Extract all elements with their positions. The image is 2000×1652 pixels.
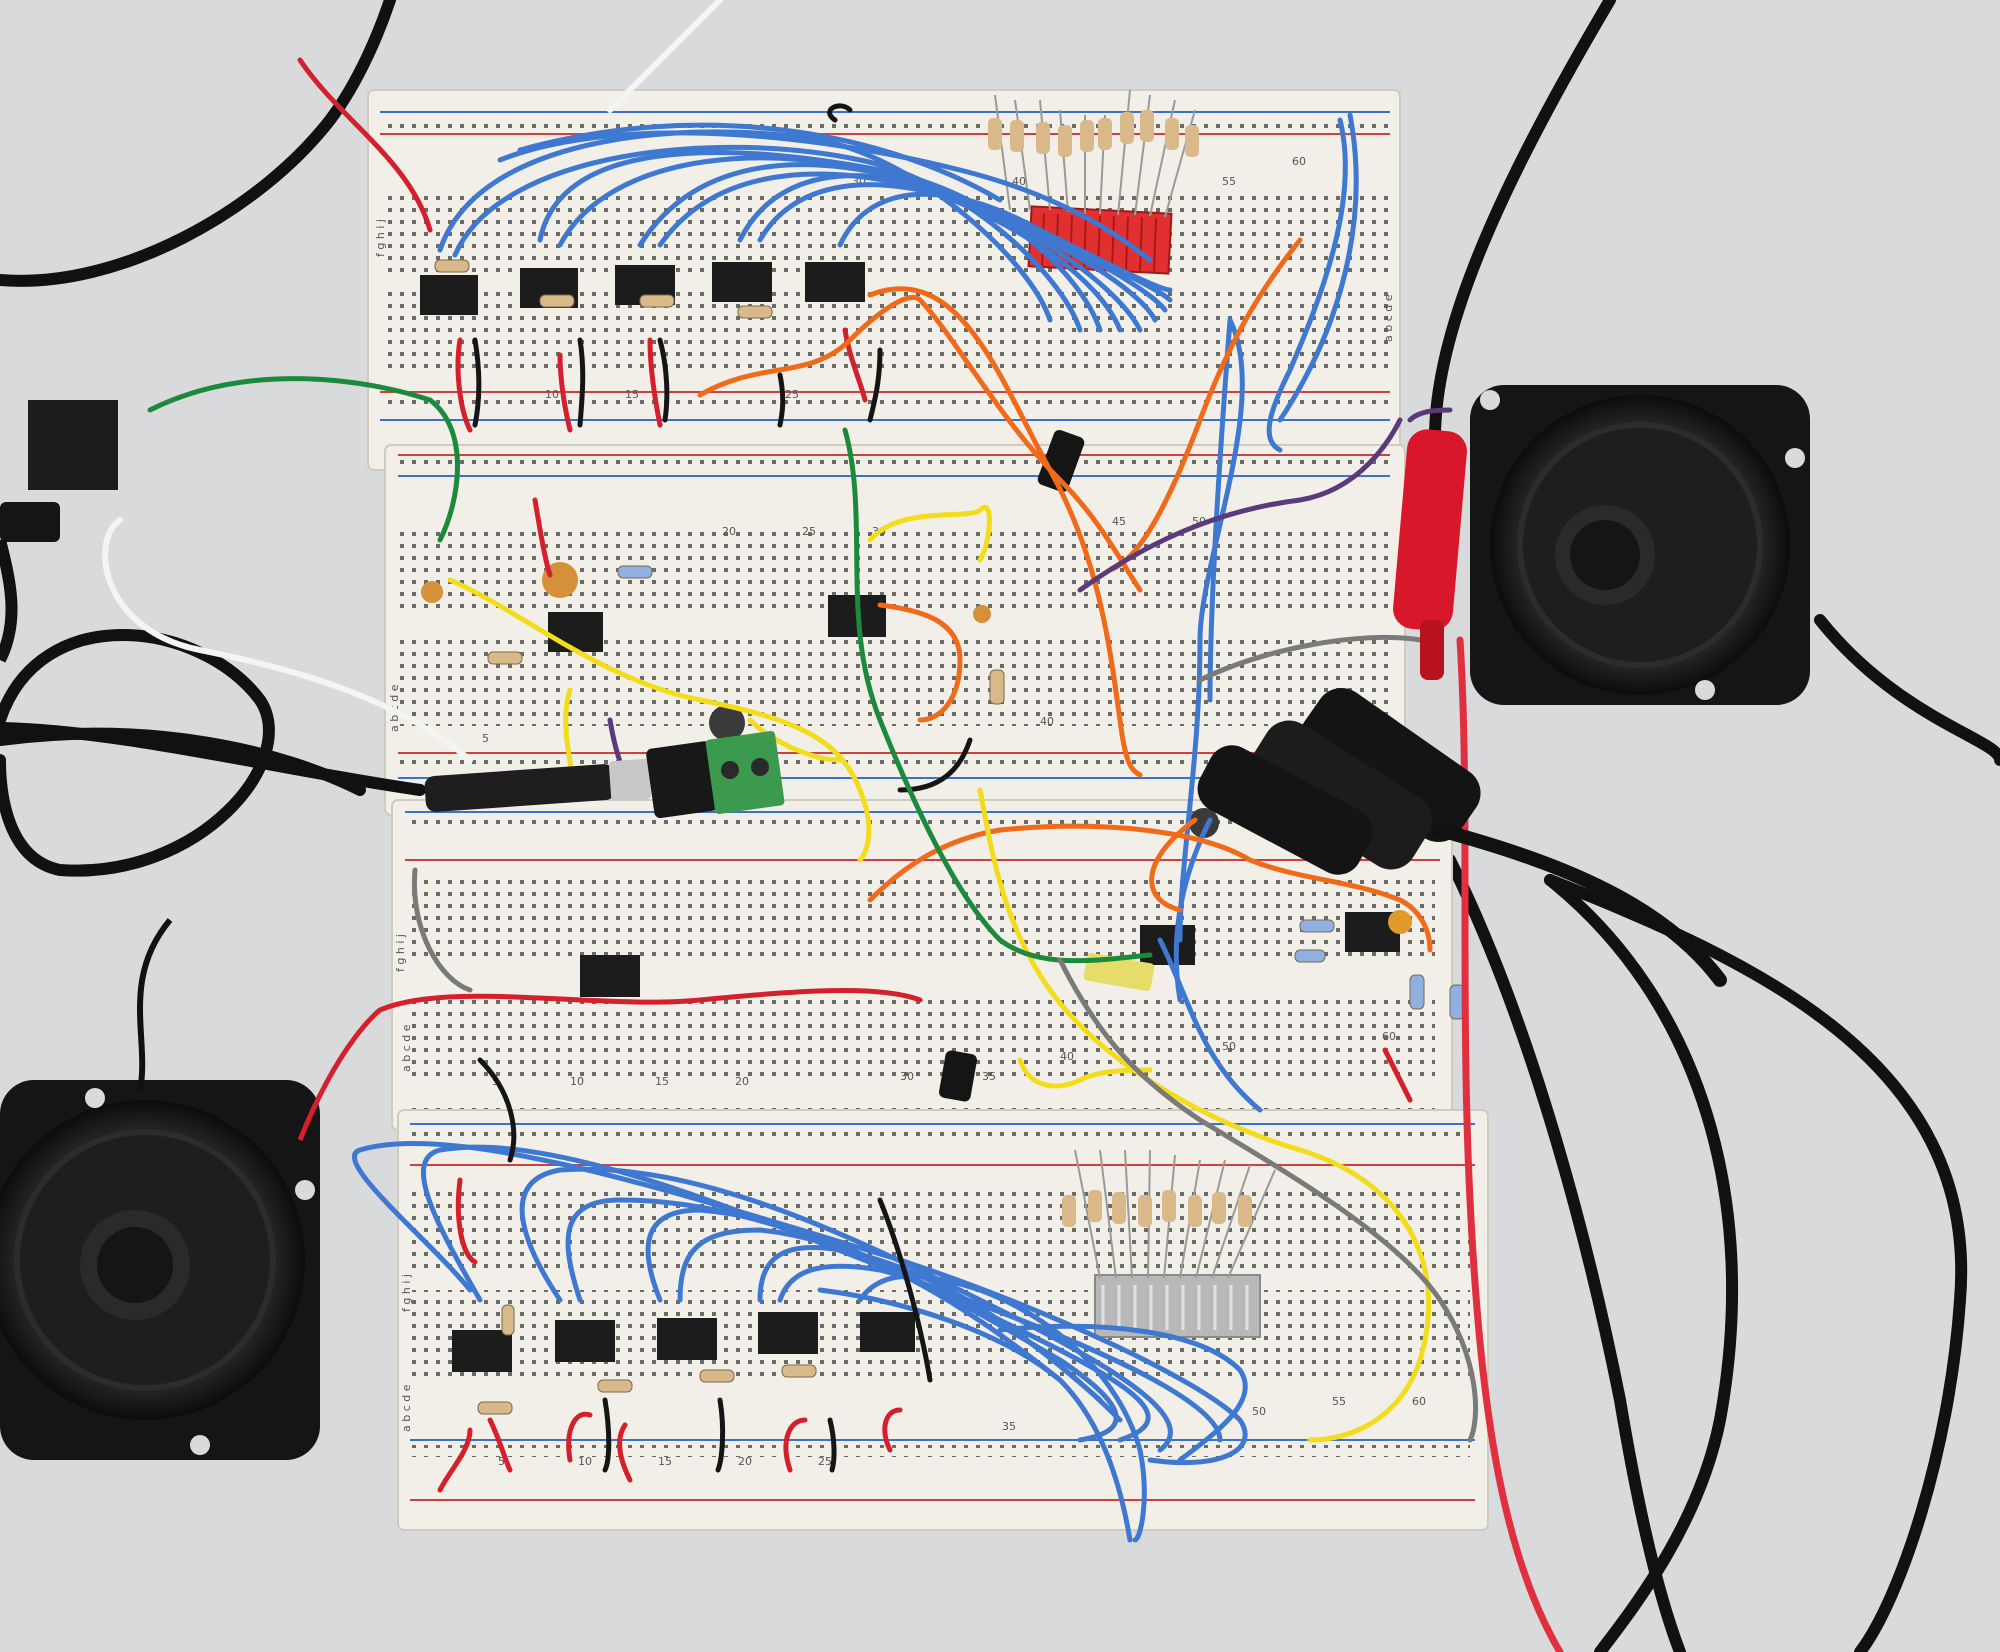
- ic-chip-5: [805, 262, 865, 302]
- label-mid-25: 25: [802, 525, 816, 538]
- capacitors: [421, 429, 1412, 1102]
- audio-jack-cable: [0, 722, 785, 819]
- label-mid-5: 5: [482, 732, 489, 745]
- label-bot-15: 15: [658, 1455, 672, 1468]
- white-wire-top: [607, 0, 723, 113]
- speaker-left: [0, 918, 382, 1460]
- label-bot-55: 55: [1332, 1395, 1346, 1408]
- ic-chip-8: [580, 955, 640, 997]
- label-low-15: 15: [655, 1075, 669, 1088]
- small-resistors: [434, 259, 1465, 1415]
- label-low-30: 30: [900, 1070, 914, 1083]
- label-top-55: 55: [1222, 175, 1236, 188]
- label-bot-35: 35: [1002, 1420, 1016, 1433]
- label-bot-10: 10: [578, 1455, 592, 1468]
- ic-chips: [420, 262, 1400, 1372]
- label-low-60: 60: [1382, 1030, 1396, 1043]
- ic-chip-1: [420, 275, 478, 315]
- label-mid-20: 20: [722, 525, 736, 538]
- alligator-clip-red: [1393, 429, 1467, 680]
- label-top-rows-abcde: a b c d e: [1382, 294, 1395, 342]
- label-mid-40: 40: [1040, 715, 1054, 728]
- speaker-right: [1470, 385, 1810, 705]
- alligator-clips-black: [1197, 687, 1727, 987]
- label-top-25: 25: [785, 388, 799, 401]
- ic-chip-11: [452, 1330, 512, 1372]
- label-low-rows-fghij: f g h i j: [394, 934, 407, 972]
- audio-jack-socket: [0, 400, 118, 663]
- yellow-wires: [447, 504, 1431, 1443]
- ic-chip-14: [758, 1312, 818, 1354]
- ic-chip-13: [657, 1318, 717, 1360]
- blue-wires-top: [437, 112, 1359, 943]
- label-bot-rows-abcde: a b c d e: [400, 1384, 413, 1432]
- label-bot-20: 20: [738, 1455, 752, 1468]
- label-top-rows-fghij: f g h i j: [374, 219, 387, 257]
- ic-chip-6: [548, 612, 603, 652]
- label-low-35: 35: [982, 1070, 996, 1083]
- label-mid-45: 45: [1112, 515, 1126, 528]
- label-low-40: 40: [1060, 1050, 1074, 1063]
- resistor-bodies-top: [988, 110, 1199, 157]
- label-bot-60: 60: [1412, 1395, 1426, 1408]
- label-top-60: 60: [1292, 155, 1306, 168]
- orange-wires: [697, 237, 1433, 953]
- ic-chip-12: [555, 1320, 615, 1362]
- label-top-15: 15: [625, 388, 639, 401]
- resistor-bodies-bottom: [1062, 1190, 1252, 1227]
- white-wire: [102, 517, 473, 763]
- label-bot-50: 50: [1252, 1405, 1266, 1418]
- board-labels: 30 40 55 60 f g h i j a b c d e 10 15 25…: [374, 155, 1426, 1468]
- label-bot-5: 5: [498, 1455, 505, 1468]
- label-low-50: 50: [1222, 1040, 1236, 1053]
- led-bar-gray-segments: [1101, 1285, 1249, 1330]
- label-bot-rows-fghij: f g h i j: [400, 1274, 413, 1312]
- ic-chip-15: [860, 1312, 915, 1352]
- ic-chip-4: [712, 262, 772, 302]
- label-bot-25: 25: [818, 1455, 832, 1468]
- label-low-20: 20: [735, 1075, 749, 1088]
- label-low-rows-abcde: a b c d e: [400, 1024, 413, 1072]
- gray-wires: [411, 634, 1479, 1443]
- green-wire: [147, 376, 1153, 964]
- label-top-10: 10: [545, 388, 559, 401]
- label-low-10: 10: [570, 1075, 584, 1088]
